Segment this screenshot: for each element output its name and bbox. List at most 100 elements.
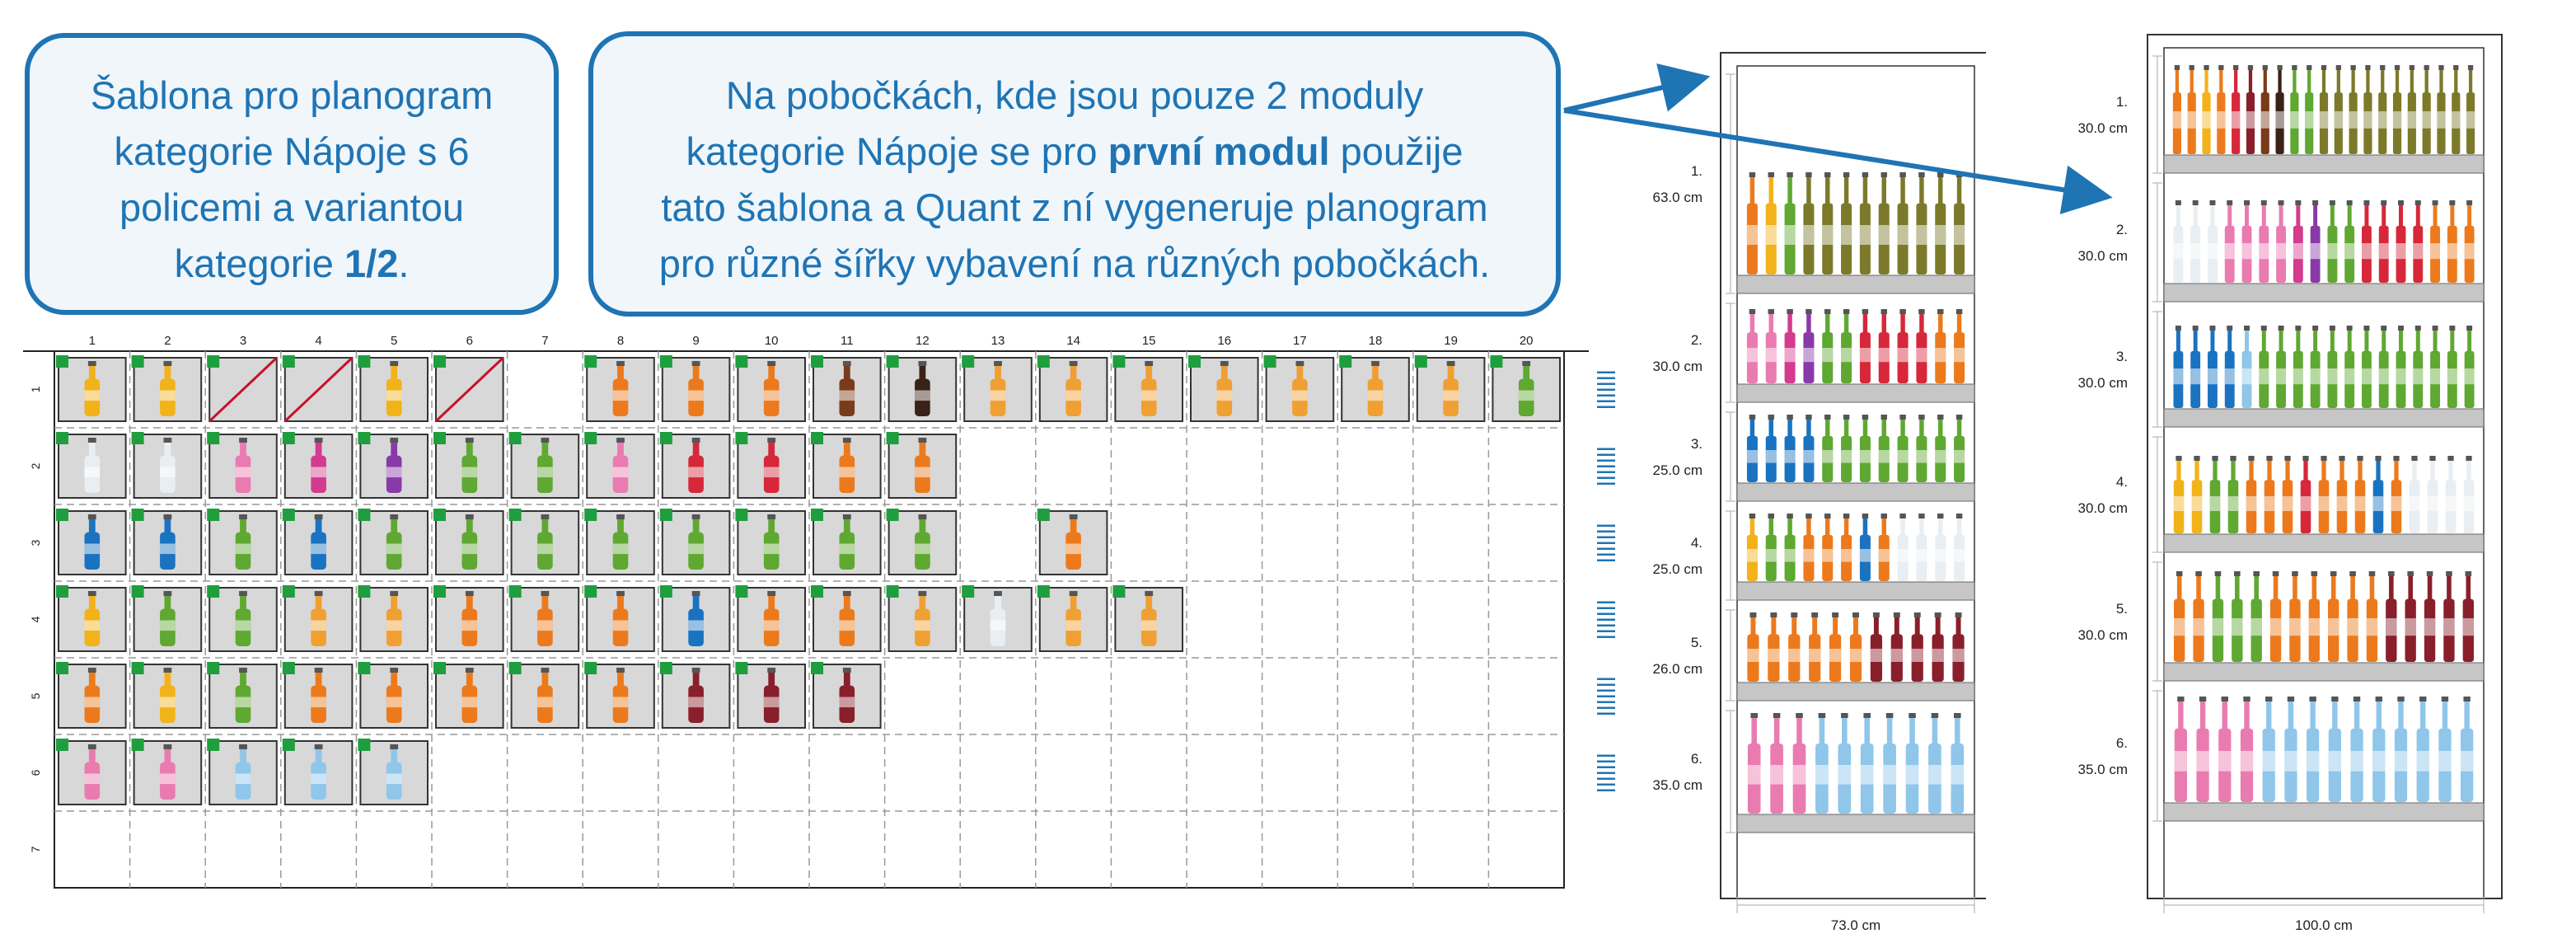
handle-line bbox=[1597, 624, 1615, 626]
bottle-cap bbox=[1841, 713, 1848, 718]
bottle-neck bbox=[1919, 176, 1924, 205]
shelf-product bbox=[2246, 456, 2257, 533]
slot-product-thumbnail bbox=[235, 438, 251, 493]
bottle-neck bbox=[2190, 68, 2194, 95]
bottle-neck bbox=[2176, 204, 2180, 228]
grid-column-number: 14 bbox=[1066, 334, 1080, 348]
shelf-product bbox=[2191, 456, 2203, 533]
bottle-cap bbox=[2463, 697, 2471, 701]
template-slot bbox=[811, 509, 882, 575]
slot-marker bbox=[131, 739, 144, 751]
bottle-neck bbox=[1881, 176, 1886, 205]
handle-line bbox=[1597, 789, 1615, 791]
template-slot bbox=[735, 432, 807, 499]
bottle-label bbox=[763, 390, 780, 401]
shelf-product bbox=[1859, 415, 1871, 482]
slot-marker bbox=[1112, 355, 1126, 368]
bottle-cap bbox=[1880, 309, 1887, 314]
shelf-product bbox=[2246, 65, 2255, 154]
template-slot bbox=[886, 355, 958, 422]
shelf-product bbox=[2362, 326, 2372, 408]
bottle-cap bbox=[2214, 571, 2222, 576]
bottle-label bbox=[1768, 649, 1780, 662]
shelf-product bbox=[2466, 65, 2475, 154]
bottle-neck bbox=[2176, 329, 2180, 353]
bottle-neck bbox=[1909, 716, 1915, 746]
bottle-neck bbox=[88, 748, 96, 763]
bottle-cap bbox=[2426, 571, 2433, 576]
slot-marker bbox=[735, 509, 748, 521]
shelf-product bbox=[2173, 326, 2184, 408]
shelf-height-label: 30.0 cm bbox=[2078, 500, 2128, 516]
template-slot bbox=[962, 585, 1033, 652]
bottle-cap bbox=[2312, 200, 2319, 205]
bottle-cap bbox=[1069, 514, 1078, 519]
bottle-label bbox=[839, 620, 855, 631]
bottle-label bbox=[2363, 111, 2372, 129]
bottle-label bbox=[2218, 751, 2232, 772]
bottle-label bbox=[386, 467, 402, 478]
shelf-product bbox=[2327, 326, 2338, 408]
template-slot bbox=[659, 662, 731, 729]
bottle-cap bbox=[2432, 326, 2438, 331]
bottle-neck bbox=[1070, 518, 1077, 533]
bottle-neck bbox=[768, 594, 775, 610]
bottle-label bbox=[2227, 496, 2239, 511]
bottle-neck bbox=[2439, 68, 2443, 95]
bottle-label bbox=[2416, 751, 2429, 772]
slot-product-thumbnail bbox=[688, 361, 704, 416]
template-slot bbox=[358, 509, 429, 575]
slot-product-thumbnail bbox=[688, 514, 704, 570]
shelf-product bbox=[2328, 571, 2339, 662]
bottle-label bbox=[612, 543, 629, 555]
bottle-label bbox=[2276, 243, 2286, 260]
bottle-label bbox=[1746, 549, 1758, 562]
shelf-height-label: 30.0 cm bbox=[2078, 375, 2128, 391]
bottle-neck bbox=[2415, 204, 2420, 228]
slot-product-thumbnail bbox=[386, 438, 402, 493]
bottle-label bbox=[1770, 765, 1783, 785]
bottle-neck bbox=[1825, 517, 1830, 537]
shelf-height-label: 25.0 cm bbox=[1653, 462, 1703, 478]
template-slot bbox=[282, 739, 354, 805]
slot-product-thumbnail bbox=[915, 438, 930, 493]
bottle-cap bbox=[87, 514, 96, 519]
bottle-cap bbox=[1955, 514, 1963, 518]
shelf-product bbox=[2363, 65, 2372, 154]
template-slot bbox=[131, 585, 203, 652]
template-slot bbox=[508, 585, 580, 652]
shelf-product bbox=[2336, 456, 2348, 533]
shelf-product bbox=[2362, 200, 2372, 283]
shelf-product bbox=[2264, 456, 2275, 533]
bottle-label bbox=[2466, 111, 2475, 129]
bottle-cap bbox=[2309, 697, 2316, 701]
bottle-neck bbox=[2468, 68, 2473, 95]
bottle-label bbox=[311, 773, 326, 785]
bottle-neck bbox=[1750, 616, 1756, 636]
bottle-neck bbox=[692, 594, 700, 610]
bottle-neck bbox=[1771, 616, 1777, 636]
bottle-neck bbox=[2448, 459, 2453, 481]
slot-marker bbox=[207, 739, 220, 751]
bottle-neck bbox=[919, 594, 926, 610]
bottle-neck bbox=[1900, 517, 1905, 537]
bottle-neck bbox=[2313, 204, 2318, 228]
shelf-product bbox=[1859, 514, 1871, 581]
bottle-label bbox=[1916, 450, 1927, 463]
bottle-label bbox=[839, 467, 855, 478]
shelf-product bbox=[2187, 65, 2196, 154]
shelf-product bbox=[2354, 456, 2366, 533]
shelf-product bbox=[2350, 697, 2363, 802]
bottle-label bbox=[84, 620, 101, 631]
template-slot bbox=[584, 509, 655, 575]
grid-column-number: 7 bbox=[541, 334, 548, 348]
grid-column-number: 8 bbox=[617, 334, 624, 348]
bottle-neck bbox=[315, 671, 322, 687]
bottle-neck bbox=[1825, 312, 1830, 334]
bottle-label bbox=[1883, 765, 1896, 785]
bottle-cap bbox=[2438, 65, 2444, 70]
handle-line bbox=[1597, 406, 1615, 408]
slot-product-thumbnail bbox=[839, 668, 855, 723]
